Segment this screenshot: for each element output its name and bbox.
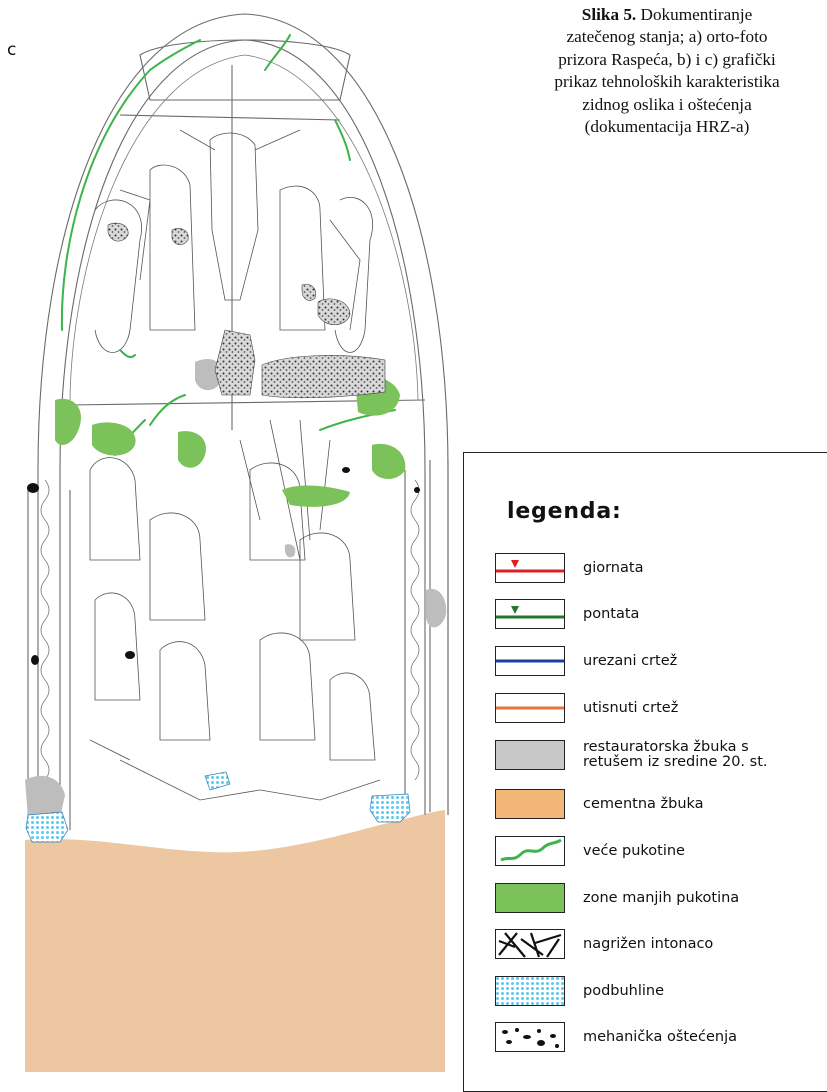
fresco-damage-map: [25, 13, 449, 1072]
minor-cracks-zone-6: [282, 485, 350, 507]
legend-title: legenda:: [507, 499, 622, 524]
minor-cracks-zone-1: [55, 398, 81, 445]
mechanical-damage-2: [31, 655, 39, 665]
crowd-lower-left: [89, 457, 211, 741]
legend-item-urezani: urezani crtež: [495, 646, 827, 682]
cement-plaster-area: [25, 810, 445, 1072]
restoration-plaster-3: [426, 588, 447, 628]
corroded-intonaco-2: [261, 355, 386, 399]
legend-label-podbuhline: podbuhline: [583, 982, 665, 999]
caption-line-3: prizora Raspeća, b) i c) grafički: [558, 49, 776, 69]
right-border-ornament: [410, 479, 420, 781]
corroded-intonaco-5: [171, 228, 189, 246]
legend-item-utisnuti: utisnuti crtež: [495, 693, 827, 729]
corroded-intonaco-3: [317, 298, 351, 326]
christ-figure: [179, 129, 301, 301]
major-crack-center: [119, 349, 136, 359]
caption-line-2: zatečenog stanja; a) orto-foto: [566, 27, 768, 47]
crucifixion-top: [139, 39, 351, 101]
banner-right: [334, 197, 374, 353]
caption-text-1: Dokumentiranje: [640, 5, 753, 24]
legend-label-urezani: urezani crtež: [583, 652, 678, 669]
minor-cracks-zone-5: [372, 443, 406, 479]
grey-fill-swatch: [495, 740, 565, 770]
crowd-lower-right: [249, 462, 376, 761]
mechanical-damage-5: [414, 487, 420, 493]
green-fill-swatch: [495, 883, 565, 913]
orange-line-swatch: [495, 693, 565, 723]
figure-caption: Slika 5. Dokumentiranje zatečenog stanja…: [500, 4, 827, 138]
legend-item-zone: zone manjih pukotina: [495, 883, 827, 919]
corroded-intonaco-1: [214, 329, 256, 396]
left-border-ornament: [40, 479, 50, 821]
major-crack-arch-top: [264, 34, 291, 71]
legend-label-mehanicka: mehanička oštećenja: [583, 1028, 737, 1045]
black-spots-swatch: [495, 1022, 565, 1052]
figure-label: Slika 5.: [581, 5, 637, 24]
mechanical-damage-4: [342, 467, 350, 473]
caption-line-4: prikaz tehnoloških karakteristika: [554, 72, 780, 92]
delamination-left: [25, 811, 69, 843]
panel-letter: c: [7, 40, 17, 60]
legend-label-pukotine: veće pukotine: [583, 842, 685, 859]
caption-line-1: Slika 5. Dokumentiranje: [500, 4, 827, 26]
delamination-center: [204, 771, 231, 791]
arch-border-ornament: [69, 54, 419, 401]
right-figure-upper: [279, 185, 361, 331]
major-crack-right: [334, 119, 351, 161]
legend-item-mehanicka: mehanička oštećenja: [495, 1022, 827, 1058]
legend-label-utisnuti: utisnuti crtež: [583, 699, 679, 716]
restoration-plaster-4: [284, 544, 296, 558]
legend-box: legenda: giornata pontata urezani crtež …: [463, 452, 827, 1092]
legend-item-intonaco: nagrižen intonaco: [495, 929, 827, 965]
corroded-intonaco-6: [301, 283, 316, 301]
mechanical-damage-1: [27, 483, 39, 493]
restoration-plaster-2: [25, 775, 65, 818]
legend-label-pontata: pontata: [583, 605, 640, 622]
corroded-intonaco-4: [107, 222, 129, 242]
banner-left: [94, 199, 142, 353]
blue-line-swatch: [495, 646, 565, 676]
legend-item-pukotine: veće pukotine: [495, 836, 827, 872]
minor-cracks-zone-3: [178, 431, 206, 468]
giornata-swatch: [495, 553, 565, 583]
green-crack-swatch: [495, 836, 565, 866]
caption-line-6: (dokumentacija HRZ-a): [584, 117, 750, 137]
legend-label-giornata: giornata: [583, 559, 644, 576]
legend-item-cementna: cementna žbuka: [495, 789, 827, 825]
mechanical-damage-3: [125, 651, 135, 659]
legend-label-intonaco: nagrižen intonaco: [583, 935, 714, 952]
legend-item-podbuhline: podbuhline: [495, 976, 827, 1012]
minor-cracks-zone-2: [92, 422, 136, 456]
legend-label-cementna: cementna žbuka: [583, 795, 704, 812]
pontata-swatch: [495, 599, 565, 629]
caption-line-5: zidnog oslika i oštećenja: [582, 94, 752, 114]
delamination-right: [369, 793, 411, 823]
major-crack-arch-left: [60, 39, 201, 331]
left-pillar: [27, 470, 71, 835]
ground-figures: [89, 739, 381, 801]
legend-item-restauratorska: restauratorska žbuka s retušem iz sredin…: [495, 740, 827, 776]
orange-fill-swatch: [495, 789, 565, 819]
right-pillar: [404, 460, 449, 815]
legend-item-giornata: giornata: [495, 553, 827, 589]
legend-label-restauratorska: restauratorska žbuka s retušem iz sredin…: [583, 739, 768, 770]
left-figure-upper: [119, 164, 196, 331]
hatch-swatch: [495, 929, 565, 959]
blue-dots-swatch: [495, 976, 565, 1006]
legend-item-pontata: pontata: [495, 599, 827, 635]
legend-label-zone: zone manjih pukotina: [583, 889, 740, 906]
outer-arch: [37, 13, 449, 815]
